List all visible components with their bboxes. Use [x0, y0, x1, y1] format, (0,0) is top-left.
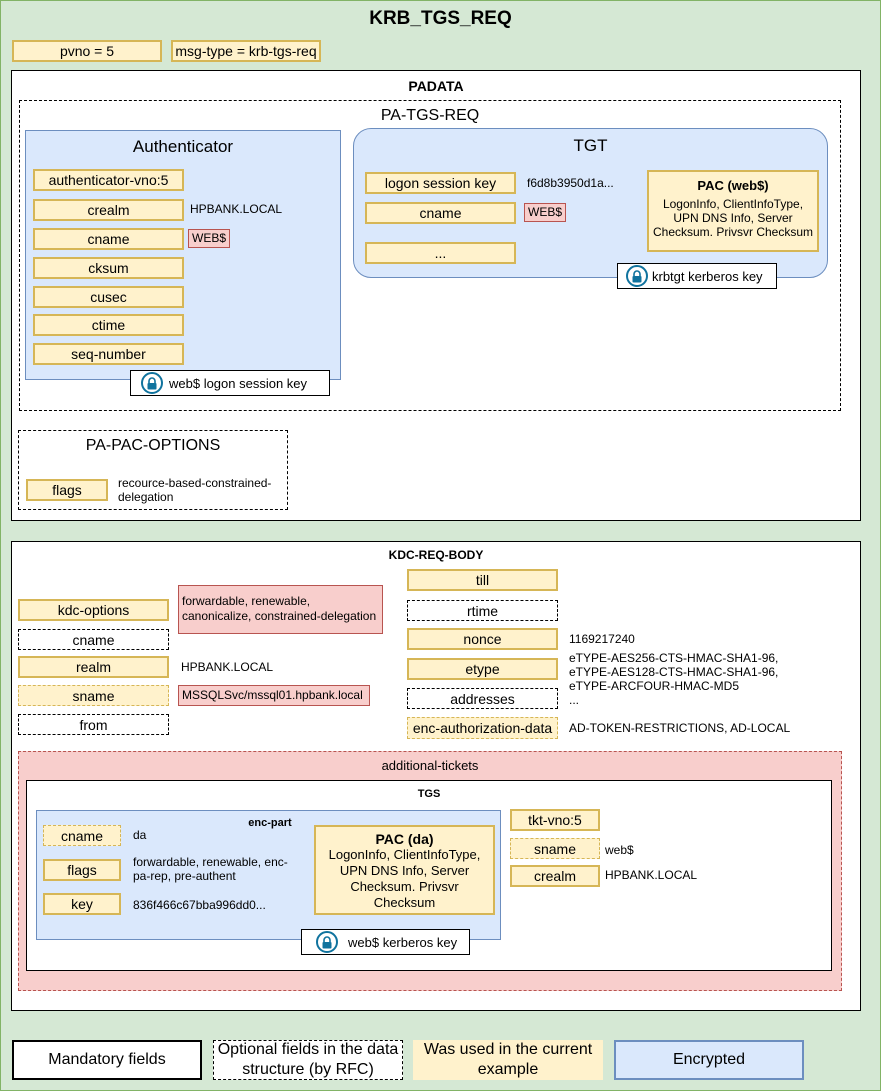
enc-part-key-field: key [43, 893, 121, 915]
body-sname-field: sname [18, 685, 169, 706]
body-realm-field: realm [18, 656, 169, 678]
authenticator-cksum-field: cksum [33, 257, 184, 279]
body-till-field: till [407, 569, 558, 591]
pa-pac-options-flags-field: flags [26, 479, 108, 501]
tgt-pac-text: LogonInfo, ClientInfoType, UPN DNS Info,… [652, 197, 814, 239]
pa-pac-options-flags-value: recource-based-constrained-delegation [118, 476, 272, 504]
body-cname-field: cname [18, 629, 169, 650]
tgt-logon-session-key-value: f6d8b3950d1a... [527, 176, 614, 190]
kdc-options-value: forwardable, renewable, canonicalize, co… [178, 585, 383, 634]
tgt-key-label: krbtgt kerberos key [652, 268, 763, 284]
body-etype-value: eTYPE-AES256-CTS-HMAC-SHA1-96, eTYPE-AES… [569, 651, 779, 693]
enc-part-key-tag: web$ kerberos key [301, 929, 470, 955]
legend-used: Was used in the current example [413, 1040, 603, 1080]
authenticator-seq-number-field: seq-number [33, 343, 184, 365]
diagram-title: KRB_TGS_REQ [369, 8, 512, 29]
additional-tickets-title: additional-tickets [381, 758, 479, 773]
tgt-key-tag: krbtgt kerberos key [617, 263, 777, 289]
tgs-sname-value: web$ [605, 843, 634, 857]
kdc-req-body-title: KDC-REQ-BODY [388, 548, 484, 562]
legend-optional: Optional fields in the data structure (b… [213, 1040, 403, 1080]
authenticator-cname-field: cname [33, 228, 184, 250]
authenticator-crealm-field: crealm [33, 199, 184, 221]
legend-encrypted: Encrypted [614, 1040, 804, 1080]
body-addresses-field: addresses [407, 688, 558, 709]
tgs-title: TGS [417, 788, 441, 800]
enc-part-key-label: web$ kerberos key [348, 934, 458, 950]
pa-pac-options-section [18, 430, 288, 510]
tgs-crealm-field: crealm [510, 865, 600, 887]
tgs-tkt-vno-field: tkt-vno:5 [510, 809, 600, 831]
lock-icon [316, 931, 338, 953]
enc-part-flags-field: flags [43, 859, 121, 881]
tgt-pac-box: PAC (web$) LogonInfo, ClientInfoType, UP… [647, 170, 819, 252]
pa-tgs-req-section [19, 100, 841, 411]
enc-part-title: enc-part [248, 817, 292, 829]
enc-part-cname-field: cname [43, 825, 121, 846]
lock-icon [626, 265, 648, 287]
authenticator-cusec-field: cusec [33, 286, 184, 308]
tgt-cname-value: WEB$ [524, 203, 567, 222]
authenticator-ctime-field: ctime [33, 314, 184, 336]
pa-tgs-req-title: PA-TGS-REQ [380, 107, 480, 124]
authenticator-crealm-value: HPBANK.LOCAL [190, 202, 283, 216]
tgt-logon-session-key-field: logon session key [365, 172, 516, 194]
body-from-field: from [18, 714, 169, 735]
body-etype-field: etype [407, 658, 558, 680]
body-enc-authorization-data-field: enc-authorization-data [407, 717, 558, 739]
tgt-pac-title: PAC (web$) [697, 178, 769, 193]
body-nonce-value: 1169217240 [569, 632, 635, 646]
legend-mandatory: Mandatory fields [12, 1040, 202, 1080]
body-sname-value: MSSQLSvc/mssql01.hpbank.local [178, 685, 370, 706]
authenticator-vno-field: authenticator-vno:5 [33, 169, 184, 191]
enc-part-pac-title: PAC (da) [375, 831, 434, 847]
body-nonce-field: nonce [407, 628, 558, 650]
tgs-sname-field: sname [510, 838, 600, 859]
authenticator-cname-value: WEB$ [188, 229, 231, 248]
tgt-title: TGT [573, 136, 608, 155]
body-addresses-value: ... [569, 693, 580, 707]
body-realm-value: HPBANK.LOCAL [181, 660, 274, 674]
kdc-options-field: kdc-options [18, 599, 169, 621]
authenticator-title: Authenticator [132, 137, 234, 156]
body-enc-authorization-data-value: AD-TOKEN-RESTRICTIONS, AD-LOCAL [569, 721, 791, 735]
pvno-field: pvno = 5 [12, 40, 162, 62]
msg-type-field: msg-type = krb-tgs-req [171, 40, 321, 62]
tgt-more-field: ... [365, 242, 516, 264]
authenticator-key-tag: web$ logon session key [130, 370, 330, 396]
pa-pac-options-title: PA-PAC-OPTIONS [85, 437, 221, 454]
enc-part-pac-text: LogonInfo, ClientInfoType, UPN DNS Info,… [328, 847, 481, 910]
tgs-crealm-value: HPBANK.LOCAL [605, 868, 698, 882]
padata-title: PADATA [408, 78, 464, 94]
lock-icon [141, 372, 163, 394]
enc-part-cname-value: da [133, 828, 147, 842]
enc-part-key-value: 836f466c67bba996dd0... [133, 898, 266, 912]
body-rtime-field: rtime [407, 600, 558, 621]
enc-part-flags-value: forwardable, renewable, enc-pa-rep, pre-… [133, 855, 288, 883]
tgt-cname-field: cname [365, 202, 516, 224]
authenticator-key-label: web$ logon session key [169, 375, 308, 391]
enc-part-pac-box: PAC (da) LogonInfo, ClientInfoType, UPN … [314, 825, 495, 915]
